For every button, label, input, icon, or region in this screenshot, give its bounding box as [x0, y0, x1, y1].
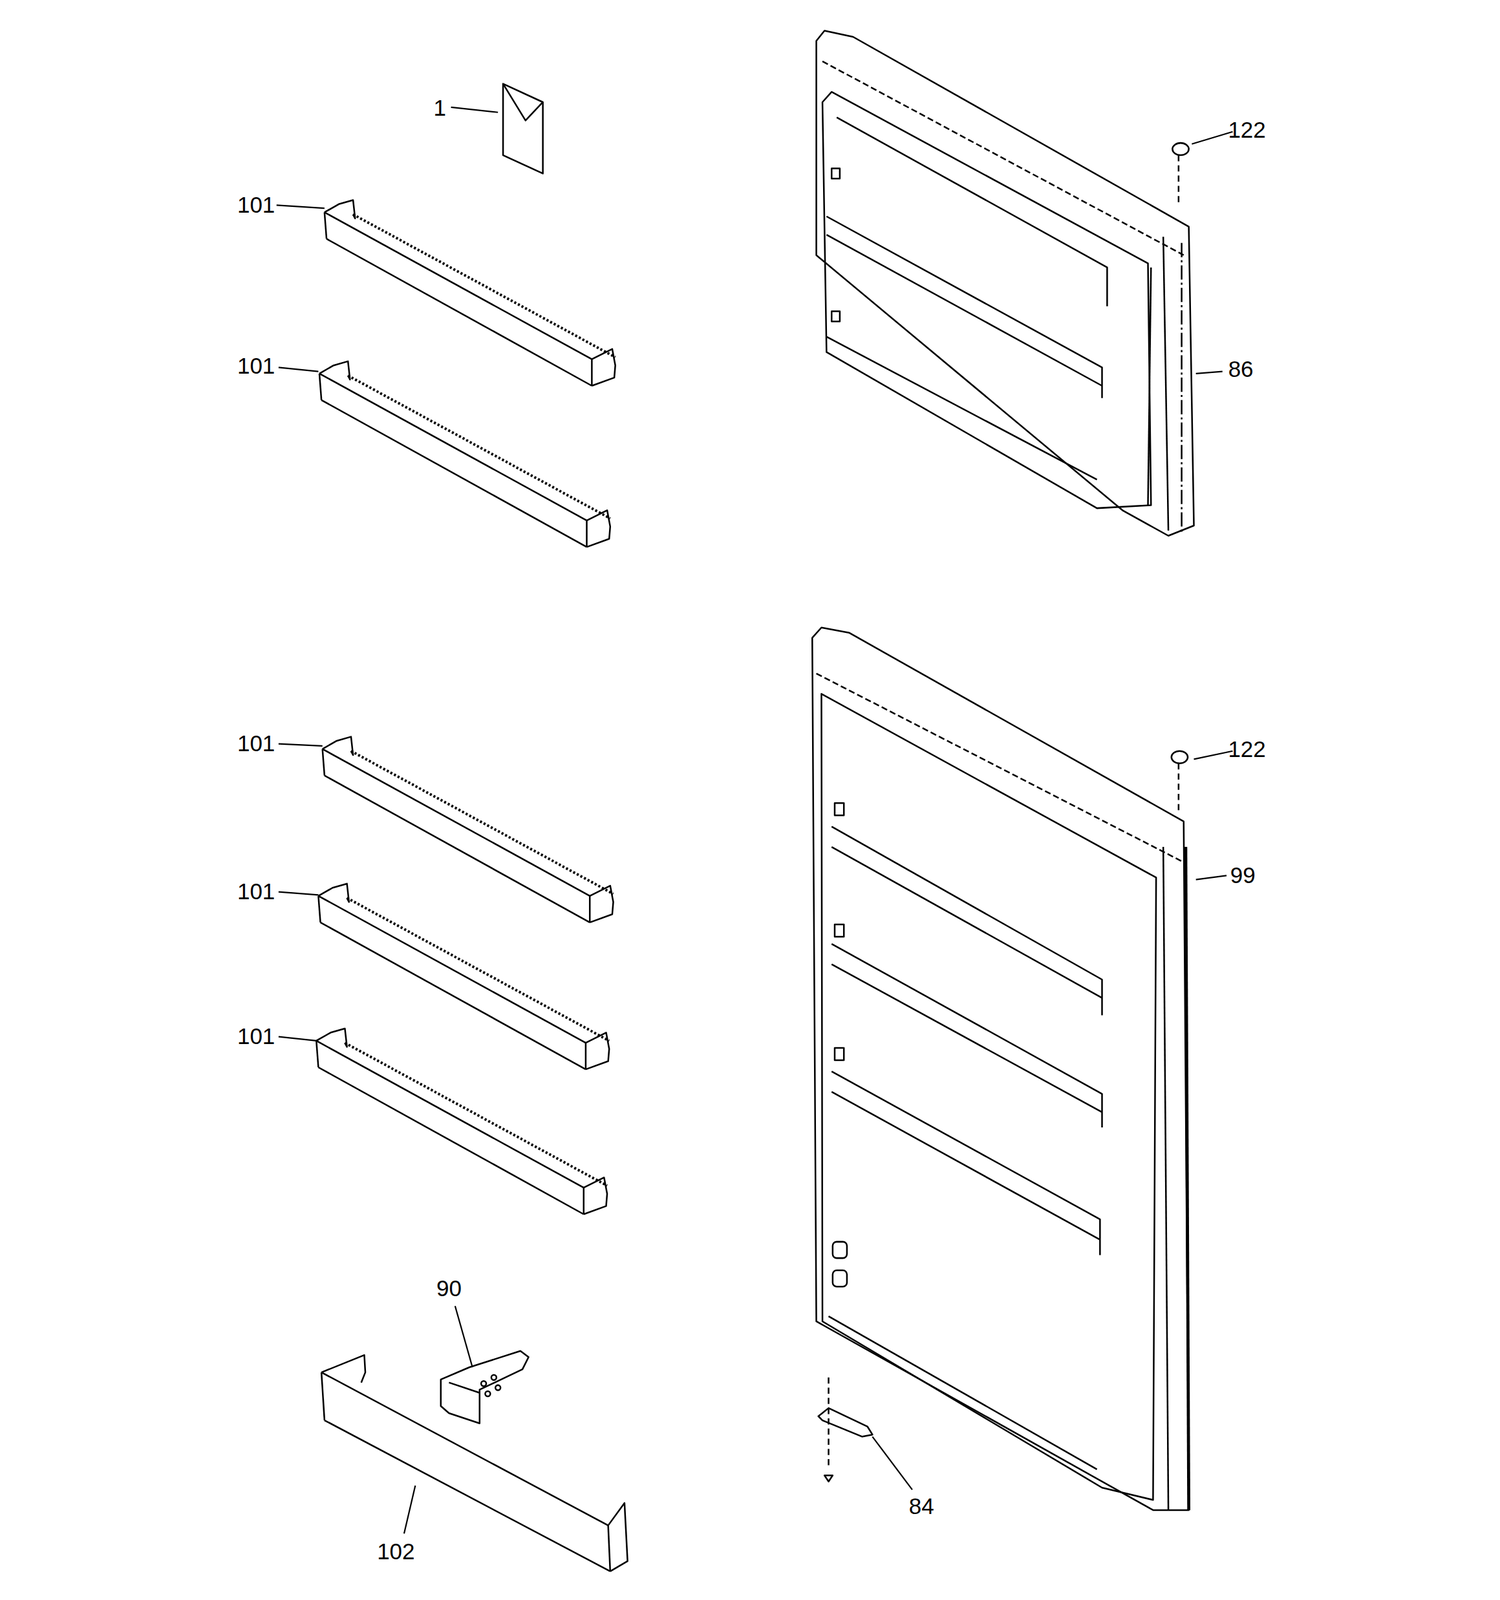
door-stop: [818, 1377, 873, 1482]
callout-number: 1: [433, 95, 446, 119]
callout-number: 99: [1230, 863, 1256, 886]
callout-number: 101: [237, 354, 275, 377]
callout-number: 122: [1227, 737, 1266, 761]
envelope: [503, 84, 544, 174]
callout-number: 101: [237, 879, 275, 902]
leader-lines: [276, 107, 1233, 1534]
fresh-food-door: [812, 627, 1189, 1511]
callout-number: 101: [237, 192, 275, 216]
hinge-pin: [1171, 142, 1190, 812]
callout-number: 84: [909, 1494, 935, 1518]
callout-number: 90: [436, 1276, 462, 1299]
large-bin: [321, 1355, 628, 1572]
callout-number: 102: [376, 1539, 415, 1563]
callout-number: 101: [237, 731, 275, 754]
clip: [440, 1351, 529, 1424]
callout-number: 122: [1227, 118, 1266, 141]
callout-number: 86: [1228, 356, 1254, 380]
callout-number: 101: [237, 1024, 275, 1047]
freezer-door: [816, 31, 1195, 536]
